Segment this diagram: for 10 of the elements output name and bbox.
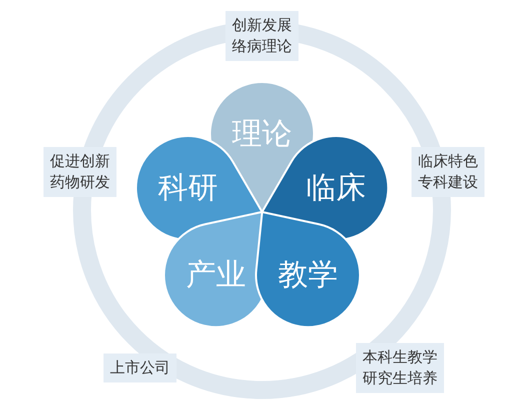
petal-label: 产业 xyxy=(186,256,246,295)
ring-label: 临床特色专科建设 xyxy=(412,147,484,197)
petal-label: 理论 xyxy=(232,116,292,154)
ring-label: 促进创新药物研发 xyxy=(44,147,116,197)
petal-label: 教学 xyxy=(278,256,338,295)
ring-label: 上市公司 xyxy=(104,354,176,382)
petal-label: 科研 xyxy=(158,169,218,208)
ring-label: 创新发展络病理论 xyxy=(226,11,298,61)
ring-label: 本科生教学研究生培养 xyxy=(356,343,444,393)
petal-label: 临床 xyxy=(306,169,366,208)
